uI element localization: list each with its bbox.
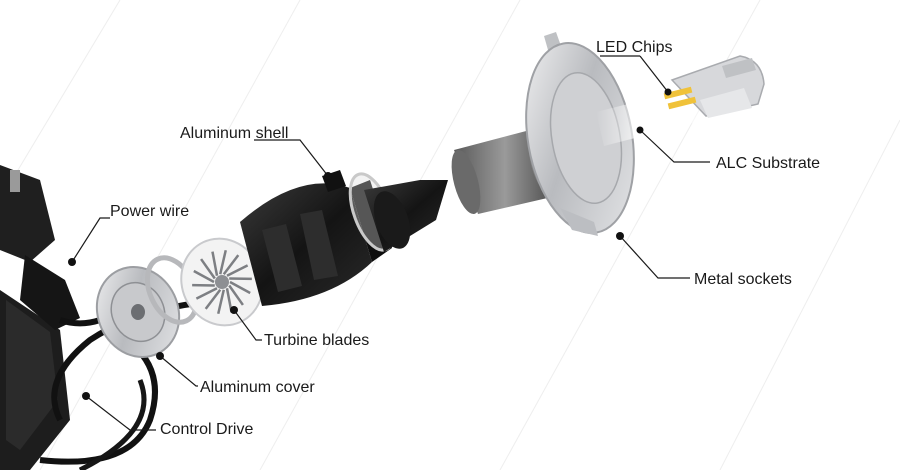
led-head-part bbox=[596, 55, 765, 146]
label-power-wire: Power wire bbox=[110, 203, 189, 220]
label-aluminum-shell: Aluminum shell bbox=[180, 125, 288, 142]
turbine-blade bbox=[229, 280, 251, 295]
turbine-blade bbox=[217, 289, 225, 315]
label-alc-substrate: ALC Substrate bbox=[716, 155, 820, 172]
power-plug-part bbox=[0, 165, 122, 330]
label-aluminum-cover: Aluminum cover bbox=[200, 379, 315, 396]
turbine-blade bbox=[226, 264, 249, 277]
turbine-blade bbox=[193, 269, 215, 284]
turbine-blade bbox=[195, 287, 218, 300]
callout-labels: LED Chips ALC Substrate Metal sockets Al… bbox=[110, 39, 820, 438]
metal-socket-part bbox=[525, 32, 635, 236]
turbine-blade bbox=[219, 249, 227, 275]
label-turbine-blades: Turbine blades bbox=[264, 332, 369, 349]
label-control-drive: Control Drive bbox=[160, 421, 253, 438]
label-led-chips: LED Chips bbox=[596, 39, 672, 56]
label-metal-sockets: Metal sockets bbox=[694, 271, 792, 288]
turbine-blades-part bbox=[180, 237, 264, 327]
leader-lines bbox=[68, 55, 710, 431]
control-drive-part bbox=[0, 290, 251, 470]
cone-part bbox=[364, 180, 448, 252]
turbine-blade bbox=[204, 289, 222, 310]
turbine-blade bbox=[222, 254, 240, 275]
turbine-blade bbox=[228, 284, 244, 306]
turbine-blade bbox=[211, 251, 219, 276]
aluminum-cover-part bbox=[95, 266, 181, 358]
turbine-blade bbox=[200, 258, 216, 280]
